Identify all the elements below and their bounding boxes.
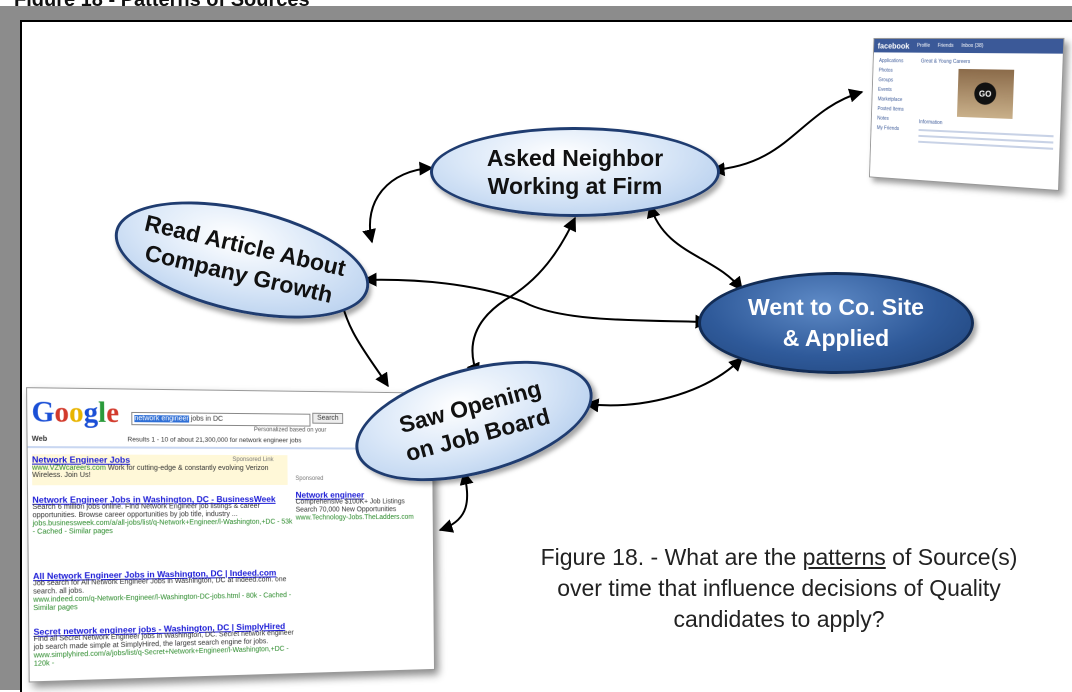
- arrow-neighbor-facebook: [710, 88, 864, 177]
- caption-prefix: Figure 18. - What are the: [540, 544, 803, 570]
- caption-line2: over time that influence decisions of Qu…: [557, 575, 1001, 601]
- arrow-jobboard-google: [438, 470, 474, 533]
- node-neighbor-line2: Working at Firm: [487, 173, 663, 199]
- node-cosite-line2: & Applied: [782, 325, 890, 351]
- arrow-jobboard-cosite: [584, 357, 743, 413]
- caption-underlined-word: patterns: [802, 544, 886, 570]
- caption-line3: candidates to apply?: [673, 606, 885, 632]
- node-neighbor-line1: Asked Neighbor: [486, 145, 664, 171]
- node-cosite-line1: Went to Co. Site: [748, 294, 924, 320]
- arrow-neighbor-cosite: [646, 203, 743, 292]
- arrow-article-cosite: [362, 272, 710, 329]
- figure-header-title: Figure 18 - Patterns of Sources: [14, 0, 310, 10]
- figure-caption: Figure 18. - What are the patterns of So…: [488, 542, 1070, 635]
- caption-suffix: of Source(s): [885, 544, 1018, 570]
- arrow-neighbor-article: [362, 161, 434, 244]
- arrow-neighbor-jobboard: [466, 216, 576, 378]
- node-went-to-site: Went to Co. Site & Applied: [698, 272, 974, 374]
